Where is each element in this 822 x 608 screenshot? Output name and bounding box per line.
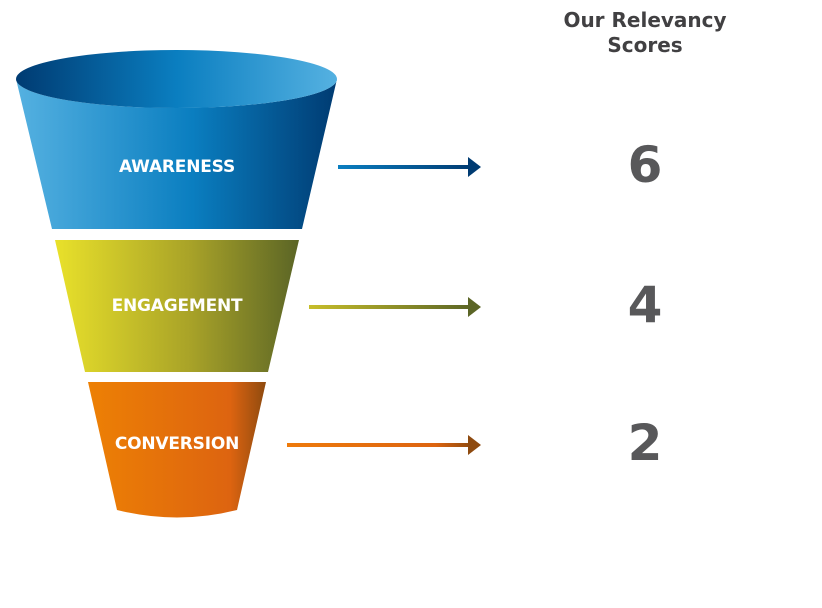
scores-title-line-1: Our Relevancy: [563, 8, 727, 32]
conversion-score: 2: [627, 414, 663, 472]
engagement-segment-body: [55, 240, 299, 372]
funnel-top-opening: [16, 50, 337, 108]
awareness-label: AWARENESS: [118, 157, 235, 177]
scores-title-line-2: Scores: [607, 33, 683, 57]
funnel-stage-awareness: [16, 50, 337, 229]
engagement-arrow: [309, 297, 481, 317]
awareness-arrow-head: [468, 157, 481, 177]
engagement-label: ENGAGEMENT: [111, 296, 243, 316]
engagement-arrow-head: [468, 297, 481, 317]
engagement-arrow-shaft: [309, 305, 472, 309]
conversion-segment-body: [88, 382, 266, 518]
conversion-label: CONVERSION: [114, 434, 240, 454]
awareness-arrow-shaft: [338, 165, 472, 169]
awareness-score: 6: [627, 136, 663, 194]
conversion-arrow-shaft: [287, 443, 472, 447]
awareness-segment-body: [16, 79, 337, 229]
conversion-arrow: [287, 435, 481, 455]
awareness-arrow: [338, 157, 481, 177]
engagement-score: 4: [627, 276, 663, 334]
scores-title: Our Relevancy Scores: [535, 8, 755, 58]
conversion-arrow-head: [468, 435, 481, 455]
